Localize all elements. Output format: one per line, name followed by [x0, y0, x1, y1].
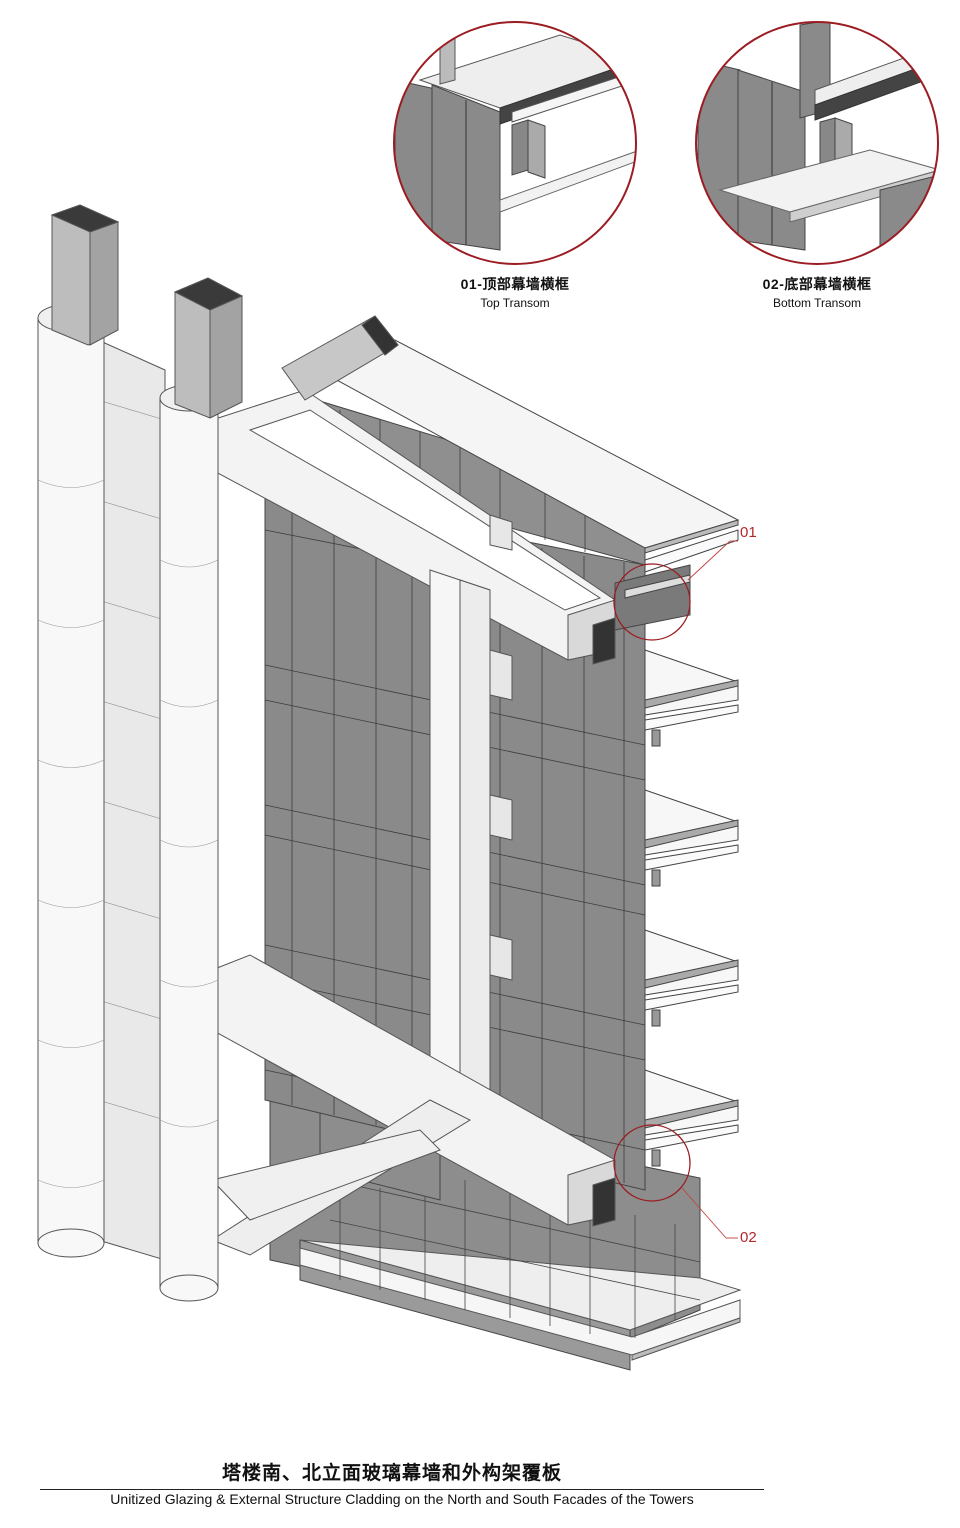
- tower-columns: [37, 204, 399, 1302]
- drawing-title-block: 塔楼南、北立面玻璃幕墙和外构架覆板 Unitized Glazing & Ext…: [40, 1458, 764, 1507]
- detail-02-title-en: Bottom Transom: [772, 296, 862, 310]
- detail-top-transom: [393, 21, 637, 265]
- detail-01-title-zh: 01-顶部幕墙横框: [460, 276, 570, 292]
- title-underline: [40, 1489, 764, 1490]
- callout-label-01: 01: [740, 524, 757, 541]
- callout-markers: [613, 540, 738, 1239]
- callout-label-02: 02: [740, 1229, 757, 1246]
- drawing-title-zh: 塔楼南、北立面玻璃幕墙和外构架覆板: [221, 1463, 562, 1484]
- detail-01-caption: 01-顶部幕墙横框 Top Transom: [415, 274, 615, 310]
- detail-02-title-zh: 02-底部幕墙横框: [762, 276, 872, 292]
- detail-bottom-transom: [695, 21, 939, 265]
- external-structure-frame: [210, 389, 616, 1256]
- detail-01-title-en: Top Transom: [480, 296, 550, 310]
- detail-02-caption: 02-底部幕墙横框 Bottom Transom: [717, 274, 917, 310]
- drawing-title-en: Unitized Glazing & External Structure Cl…: [110, 1491, 694, 1507]
- floor-slabs: [298, 339, 740, 1167]
